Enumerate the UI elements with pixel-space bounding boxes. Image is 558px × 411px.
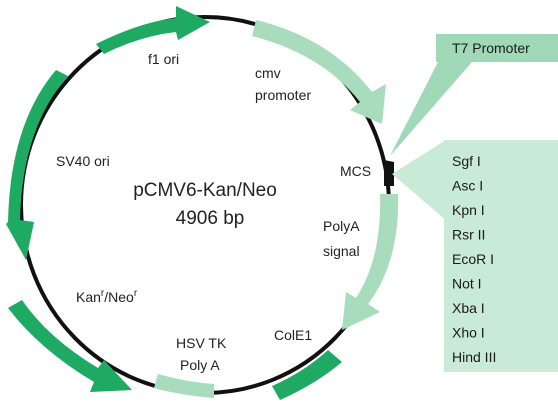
restriction-site-label: Rsr II <box>452 227 485 243</box>
kan-neo-segment <box>8 300 132 392</box>
restriction-site-label: Xho I <box>452 325 485 341</box>
plasmid-size: 4906 bp <box>176 208 245 229</box>
sv40-ori-label: SV40 ori <box>56 153 110 169</box>
cmv-promoter-segment <box>252 20 386 124</box>
restriction-site-label: Asc I <box>452 178 483 194</box>
restriction-site-label: Kpn I <box>452 202 485 218</box>
hsv-label-line2: Poly A <box>180 357 220 373</box>
polya-signal-segment <box>342 194 399 330</box>
restriction-site-label: Xba I <box>452 300 485 316</box>
t7-promoter-box <box>436 34 558 62</box>
t7-promoter-label: T7 Promoter <box>452 40 530 56</box>
cmv-label-line2: promoter <box>255 87 311 103</box>
restriction-sites-list: Sgf I Asc I Kpn I Rsr II EcoR I Not I Xba I Xho… <box>452 153 496 365</box>
restriction-site-label: Not I <box>452 276 482 292</box>
cmv-label-line1: cmv <box>255 65 281 81</box>
restriction-site-label: Hind III <box>452 349 496 365</box>
mcs-label: MCS <box>340 163 371 179</box>
kan-neo-label: Kanr/Neor <box>76 288 138 305</box>
polya-label-line2: signal <box>323 243 360 259</box>
polya-label-line1: PolyA <box>323 218 360 234</box>
plasmid-name: pCMV6-Kan/Neo <box>133 180 277 201</box>
f1-ori-label: f1 ori <box>148 51 179 67</box>
sv40-ori-segment <box>6 70 68 260</box>
mcs-callout-pointer <box>392 140 446 220</box>
t7-callout-pointer <box>390 62 472 156</box>
cole1-segment <box>272 350 342 400</box>
restriction-site-label: EcoR I <box>452 251 494 267</box>
hsv-label-line1: HSV TK <box>176 335 227 351</box>
hsv-tk-polya-segment <box>154 374 214 398</box>
mcs-site <box>384 160 394 186</box>
restriction-site-label: Sgf I <box>452 153 481 169</box>
f1-ori-segment <box>96 6 210 54</box>
cole1-label: ColE1 <box>274 327 312 343</box>
restriction-sites-panel <box>444 140 558 372</box>
